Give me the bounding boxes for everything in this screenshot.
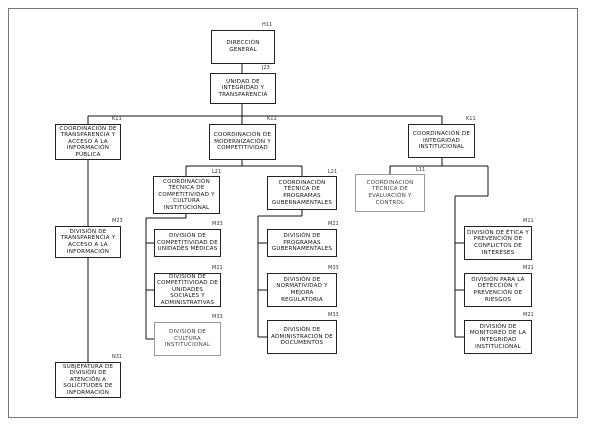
node-code: M33: [212, 221, 223, 227]
node-coordinacion-integridad: COORDINACIÓN DE INTEGRIDAD INSTITUCIONAL: [408, 124, 475, 158]
node-code: H11: [262, 22, 273, 28]
node-label: DIVISIÓN DE TRANSPARENCIA Y ACCESO A LA …: [60, 228, 116, 255]
node-code: J23: [262, 65, 270, 71]
node-coordinacion-tecnica-evaluacion: COORDINACIÓN TÉCNICA DE EVALUACIÓN Y CON…: [355, 174, 425, 212]
node-division-etica-prevencion: DIVISIÓN DE ÉTICA Y PREVENCIÓN DE CONFLI…: [464, 226, 532, 260]
node-coordinacion-tecnica-programas: COORDINACIÓN TÉCNICA DE PROGRAMAS GUBERN…: [267, 176, 337, 210]
node-label: DIVISIÓN DE ADMINISTRACIÓN DE DOCUMENTOS: [271, 327, 333, 347]
node-code: M33: [328, 265, 339, 271]
node-code: M11: [523, 218, 534, 224]
node-code: L21: [328, 169, 338, 175]
node-division-cultura-institucional: DIVISIÓN DE CULTURA INSTITUCIONAL: [154, 322, 221, 356]
node-division-administracion-documentos: DIVISIÓN DE ADMINISTRACIÓN DE DOCUMENTOS: [267, 320, 337, 354]
node-label: DIVISIÓN DE CULTURA INSTITUCIONAL: [164, 329, 211, 349]
node-code: K11: [112, 116, 122, 122]
node-division-monitoreo-integridad: DIVISIÓN DE MONITOREO DE LA INTEGRIDAD I…: [464, 320, 532, 354]
node-coordinacion-tecnica-competitividad: COORDINACIÓN TÉCNICA DE COMPETITIVIDAD Y…: [153, 176, 220, 214]
node-code: M21: [328, 221, 339, 227]
diagram-frame: [8, 8, 578, 418]
node-division-transparencia: DIVISIÓN DE TRANSPARENCIA Y ACCESO A LA …: [55, 226, 121, 258]
node-label: UNIDAD DE INTEGRIDAD Y TRANSPARENCIA: [218, 78, 268, 98]
node-label: DIVISIÓN PARA LA DETECCIÓN Y PREVENCIÓN …: [471, 276, 525, 303]
node-coordinacion-modernizacion: COORDINACIÓN DE MODERNIZACIÓN Y COMPETIT…: [209, 124, 276, 160]
node-coordinacion-transparencia: COORDINACIÓN DE TRANSPARENCIA Y ACCESO A…: [55, 124, 121, 160]
node-division-deteccion-riesgos: DIVISIÓN PARA LA DETECCIÓN Y PREVENCIÓN …: [464, 273, 532, 307]
node-code: K11: [267, 116, 277, 122]
node-label: COORDINACIÓN DE TRANSPARENCIA Y ACCESO A…: [59, 125, 117, 158]
node-label: DIVISIÓN DE COMPETITIVIDAD DE UNIDADES S…: [157, 273, 219, 306]
node-unidad-integridad-transparencia: UNIDAD DE INTEGRIDAD Y TRANSPARENCIA: [210, 73, 276, 104]
node-division-programas-gubernamentales: DIVISIÓN DE PROGRAMAS GUBERNAMENTALES: [267, 229, 337, 257]
node-code: M21: [523, 265, 534, 271]
node-label: DIRECCIÓN GENERAL: [226, 40, 260, 53]
node-code: M23: [112, 218, 123, 224]
node-division-competitividad-sociales: DIVISIÓN DE COMPETITIVIDAD DE UNIDADES S…: [154, 273, 221, 307]
node-label: COORDINACIÓN TÉCNICA DE EVALUACIÓN Y CON…: [366, 179, 414, 206]
node-code: N31: [112, 354, 123, 360]
node-code: L21: [212, 169, 222, 175]
node-division-competitividad-medicas: DIVISIÓN DE COMPETITIVIDAD DE UNIDADES M…: [154, 229, 221, 257]
node-label: COORDINACIÓN DE MODERNIZACIÓN Y COMPETIT…: [213, 132, 272, 152]
node-label: DIVISIÓN DE NORMATIVIDAD Y MEJORA REGULA…: [276, 276, 328, 303]
node-code: K11: [466, 116, 476, 122]
node-label: DIVISIÓN DE ÉTICA Y PREVENCIÓN DE CONFLI…: [467, 229, 529, 256]
node-code: M33: [212, 314, 223, 320]
node-label: DIVISIÓN DE COMPETITIVIDAD DE UNIDADES M…: [157, 233, 219, 253]
node-code: L11: [416, 167, 426, 173]
node-label: COORDINACIÓN TÉCNICA DE PROGRAMAS GUBERN…: [271, 179, 333, 206]
node-code: M21: [523, 312, 534, 318]
node-subjefatura-atencion-solicitudes: SUBJEFATURA DE DIVISIÓN DE ATENCIÓN A SO…: [55, 362, 121, 398]
node-label: DIVISIÓN DE PROGRAMAS GUBERNAMENTALES: [271, 233, 333, 253]
node-code: M21: [212, 265, 223, 271]
node-label: DIVISIÓN DE MONITOREO DE LA INTEGRIDAD I…: [469, 323, 527, 350]
node-code: M33: [328, 312, 339, 318]
node-label: SUBJEFATURA DE DIVISIÓN DE ATENCIÓN A SO…: [62, 363, 114, 396]
node-division-normatividad: DIVISIÓN DE NORMATIVIDAD Y MEJORA REGULA…: [267, 273, 337, 307]
node-label: COORDINACIÓN DE INTEGRIDAD INSTITUCIONAL: [412, 131, 471, 151]
node-label: COORDINACIÓN TÉCNICA DE COMPETITIVIDAD Y…: [158, 178, 215, 211]
node-direccion-general: DIRECCIÓN GENERAL: [211, 30, 275, 64]
